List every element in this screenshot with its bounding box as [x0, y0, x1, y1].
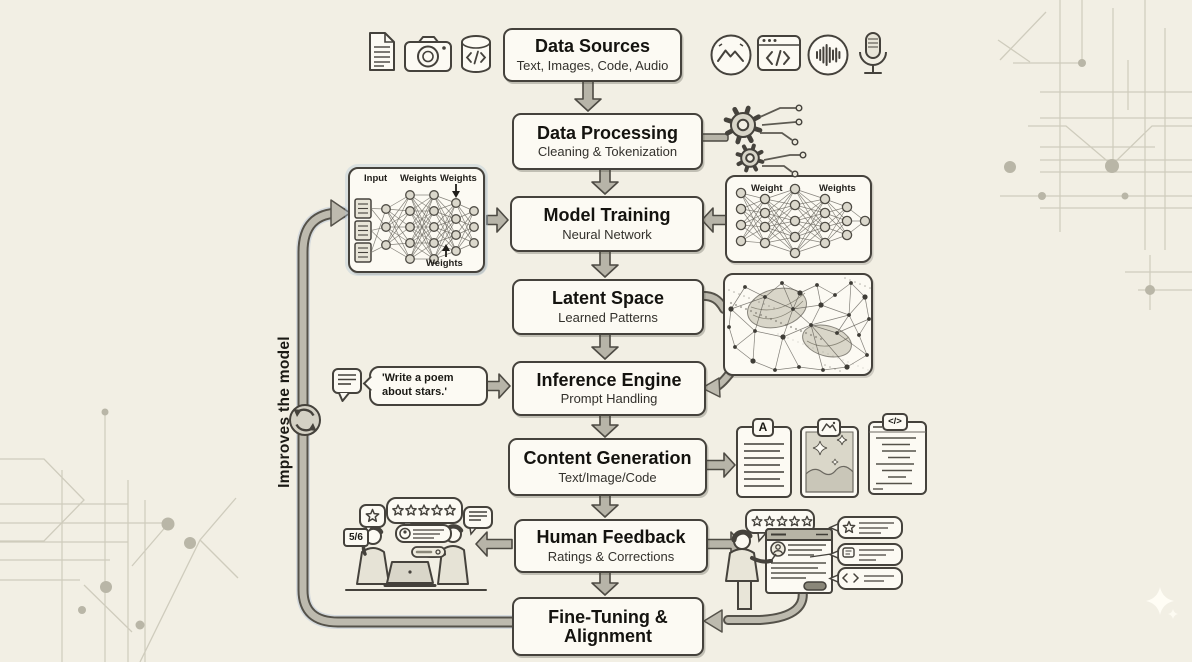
- refresh-cycle-icon: [289, 404, 321, 436]
- prompt-speech-bubble: 'Write a poem about stars.': [369, 366, 488, 406]
- node-title: Fine-Tuning & Alignment: [548, 606, 668, 646]
- generated-output-cards: [736, 413, 927, 498]
- flow-arrows: [475, 78, 743, 596]
- node-title: Latent Space: [551, 288, 665, 309]
- document-icon: [369, 32, 395, 71]
- node-data-processing: Data Processing Cleaning & Tokenization: [512, 113, 703, 170]
- node-content-generation: Content Generation Text/Image/Code: [508, 438, 707, 496]
- nn-weights-label: Weights: [440, 173, 477, 184]
- node-model-training: Model Training Neural Network: [510, 196, 704, 252]
- code-card-tab-label: </>: [888, 416, 902, 427]
- chat-bubble-icon: [332, 368, 362, 402]
- node-subtitle: Ratings & Corrections: [547, 548, 675, 564]
- node-title: Inference Engine: [536, 369, 682, 390]
- human-raters-illustration: [345, 497, 493, 591]
- text-card-tab-label: A: [758, 420, 768, 434]
- latent-space-panel: [723, 273, 874, 376]
- latent-space-point-cloud: [726, 276, 874, 372]
- code-window-icon: [757, 35, 801, 71]
- node-title: Data Processing: [536, 122, 679, 143]
- node-subtitle: Prompt Handling: [560, 391, 658, 407]
- neural-network-drawing: [735, 183, 871, 259]
- training-network-panel-left: Input Weights Weights Weights: [348, 167, 485, 273]
- neural-network-drawing: [354, 184, 479, 264]
- node-fine-tuning-alignment: Fine-Tuning & Alignment: [512, 597, 704, 656]
- nn-input-label: Input: [364, 173, 388, 184]
- node-subtitle: Text, Images, Code, Audio: [516, 57, 669, 73]
- node-title: Content Generation: [523, 448, 692, 469]
- nn-weights-label: Weights: [819, 183, 856, 194]
- microphone-icon: [859, 32, 887, 74]
- image-icon: [710, 34, 752, 76]
- node-latent-space: Latent Space Learned Patterns: [512, 279, 704, 335]
- rating-score-badge: 5/6: [343, 528, 369, 547]
- nn-weights-label: Weights: [426, 258, 463, 269]
- nn-weight-label: Weight: [751, 183, 783, 194]
- node-subtitle: Learned Patterns: [558, 309, 658, 325]
- loop-label: Improves the model: [276, 336, 293, 488]
- node-inference-engine: Inference Engine Prompt Handling: [512, 361, 706, 416]
- node-subtitle: Text/Image/Code: [558, 469, 657, 485]
- node-data-sources: Data Sources Text, Images, Code, Audio: [503, 28, 682, 82]
- audio-waveform-icon: [807, 34, 849, 76]
- database-code-icon: [461, 34, 491, 74]
- feedback-loop-arrow: [296, 199, 519, 629]
- sparkle-decoration: [1146, 587, 1178, 619]
- gears-circuit-icon: [723, 104, 807, 178]
- nn-weights-label: Weights: [400, 173, 437, 184]
- node-title: Model Training: [543, 205, 671, 226]
- reviewer-feedback-illustration: [725, 509, 903, 610]
- node-title: Human Feedback: [536, 527, 686, 548]
- camera-icon: [404, 36, 452, 72]
- node-title: Data Sources: [534, 36, 651, 57]
- node-human-feedback: Human Feedback Ratings & Corrections: [514, 519, 708, 573]
- node-subtitle: Cleaning & Tokenization: [537, 144, 678, 160]
- node-subtitle: Neural Network: [562, 226, 652, 242]
- training-network-panel-right: Weight Weights: [725, 175, 872, 263]
